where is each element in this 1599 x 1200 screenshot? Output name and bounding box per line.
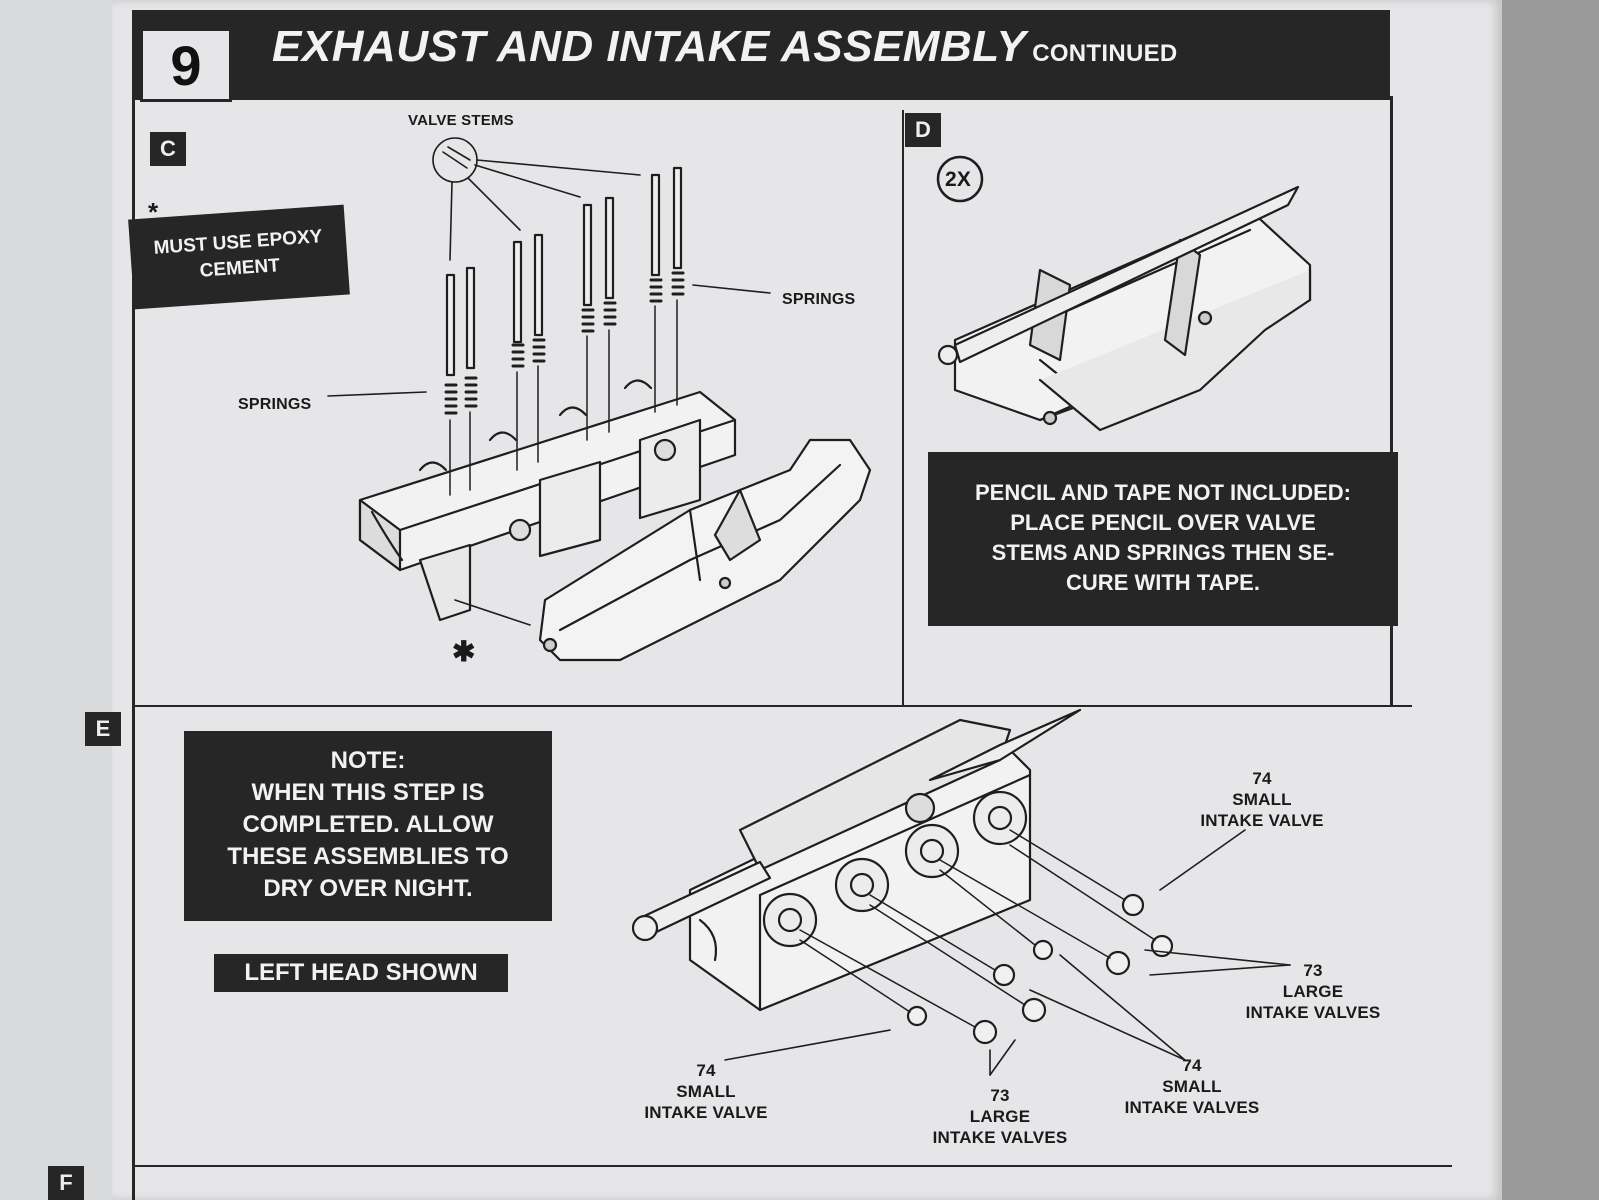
springs-left-leader — [327, 391, 427, 397]
callout-part-number: 73 — [1303, 961, 1323, 980]
epoxy-asterisk-bottom: ✱ — [452, 636, 476, 667]
dry-overnight-note: NOTE: WHEN THIS STEP IS COMPLETED. ALLOW… — [184, 731, 552, 921]
callout-part-name: INTAKE VALVES — [932, 1128, 1068, 1147]
pencil-note-line-4: CURE WITH TAPE. — [1066, 570, 1260, 595]
callout-size: LARGE — [1282, 982, 1344, 1001]
callout-size: SMALL — [676, 1082, 736, 1101]
callout-size: SMALL — [1232, 790, 1292, 809]
callout-part-number: 74 — [696, 1061, 716, 1080]
head-with-pencil-d-illustration — [937, 185, 1312, 432]
quantity-badge: 2X — [945, 168, 972, 191]
callout-part-name: INTAKE VALVE — [1200, 811, 1324, 830]
pencil-note-line-2: PLACE PENCIL OVER VALVE — [1010, 510, 1316, 535]
intake-valve-caps — [906, 893, 1174, 1045]
callout-part-name: INTAKE VALVES — [1245, 1003, 1381, 1022]
note-line-3: THESE ASSEMBLIES TO — [227, 843, 509, 870]
note-line-2: COMPLETED. ALLOW — [242, 811, 494, 838]
head-with-valves-e-illustration — [631, 708, 1082, 1012]
callout-size: LARGE — [969, 1107, 1031, 1126]
callout-large-intake-valves-bottom: 73 LARGE INTAKE VALVES — [920, 1085, 1080, 1148]
frame-right-line — [1390, 96, 1393, 706]
valve-dotted-leaders — [799, 829, 1156, 1028]
callout-large-intake-valves-right: 73 LARGE INTAKE VALVES — [1233, 960, 1393, 1023]
valve-stems — [445, 166, 683, 377]
step-title-text: EXHAUST AND INTAKE ASSEMBLY — [272, 22, 1027, 71]
panel-e-letter: E — [85, 712, 121, 746]
pencil-tape-note: PENCIL AND TAPE NOT INCLUDED: PLACE PENC… — [928, 452, 1398, 626]
callout-part-name: INTAKE VALVE — [644, 1103, 768, 1122]
callout-part-name: INTAKE VALVES — [1124, 1098, 1260, 1117]
step-header-bar — [132, 10, 1390, 100]
page-left-edge — [0, 0, 112, 1200]
valve-stems-callout — [432, 137, 641, 261]
callout-size: SMALL — [1162, 1077, 1222, 1096]
panel-divider-bottom — [132, 1165, 1452, 1167]
callout-part-number: 74 — [1182, 1056, 1202, 1075]
panel-divider-vertical — [902, 110, 904, 706]
valve-stems-label: VALVE STEMS — [408, 112, 514, 129]
panel-f-letter: F — [48, 1166, 84, 1200]
note-heading: NOTE: — [330, 747, 406, 774]
callout-small-intake-valve-top: 74 SMALL INTAKE VALVE — [1192, 768, 1332, 831]
quantity-badge-circle — [936, 155, 984, 203]
pencil-note-line-1: PENCIL AND TAPE NOT INCLUDED: — [974, 480, 1352, 505]
epoxy-cement-note: MUST USE EPOXY CEMENT — [128, 204, 350, 310]
panel-c-letter: C — [150, 132, 186, 166]
springs-right-label: SPRINGS — [782, 291, 856, 308]
note-line-1: WHEN THIS STEP IS — [251, 779, 485, 806]
note-line-4: DRY OVER NIGHT. — [263, 875, 473, 902]
callout-small-intake-valves-bottom: 74 SMALL INTAKE VALVES — [1112, 1055, 1272, 1118]
callout-small-intake-valve-left: 74 SMALL INTAKE VALVE — [636, 1060, 776, 1123]
assembly-arrows — [449, 299, 678, 496]
pencil-note-line-3: STEMS AND SPRINGS THEN SE- — [991, 540, 1335, 565]
callout-part-number: 74 — [1252, 769, 1272, 788]
step-subtitle: CONTINUED — [1032, 40, 1178, 67]
panel-divider-horizontal — [132, 705, 1412, 707]
cylinder-head-c-illustration — [358, 379, 737, 622]
callout-leaders — [724, 829, 1291, 1076]
left-head-shown-label: LEFT HEAD SHOWN — [214, 954, 508, 992]
background-right — [1502, 0, 1599, 1200]
exhaust-manifold-c-illustration — [454, 438, 872, 662]
springs-right-leader — [692, 284, 771, 294]
step-number: 9 — [140, 28, 232, 102]
frame-left-line — [132, 96, 135, 1200]
springs-left-label: SPRINGS — [238, 396, 312, 413]
epoxy-asterisk: * — [148, 197, 159, 227]
valve-springs — [444, 271, 685, 415]
callout-part-number: 73 — [990, 1086, 1010, 1105]
panel-d-letter: D — [905, 113, 941, 147]
